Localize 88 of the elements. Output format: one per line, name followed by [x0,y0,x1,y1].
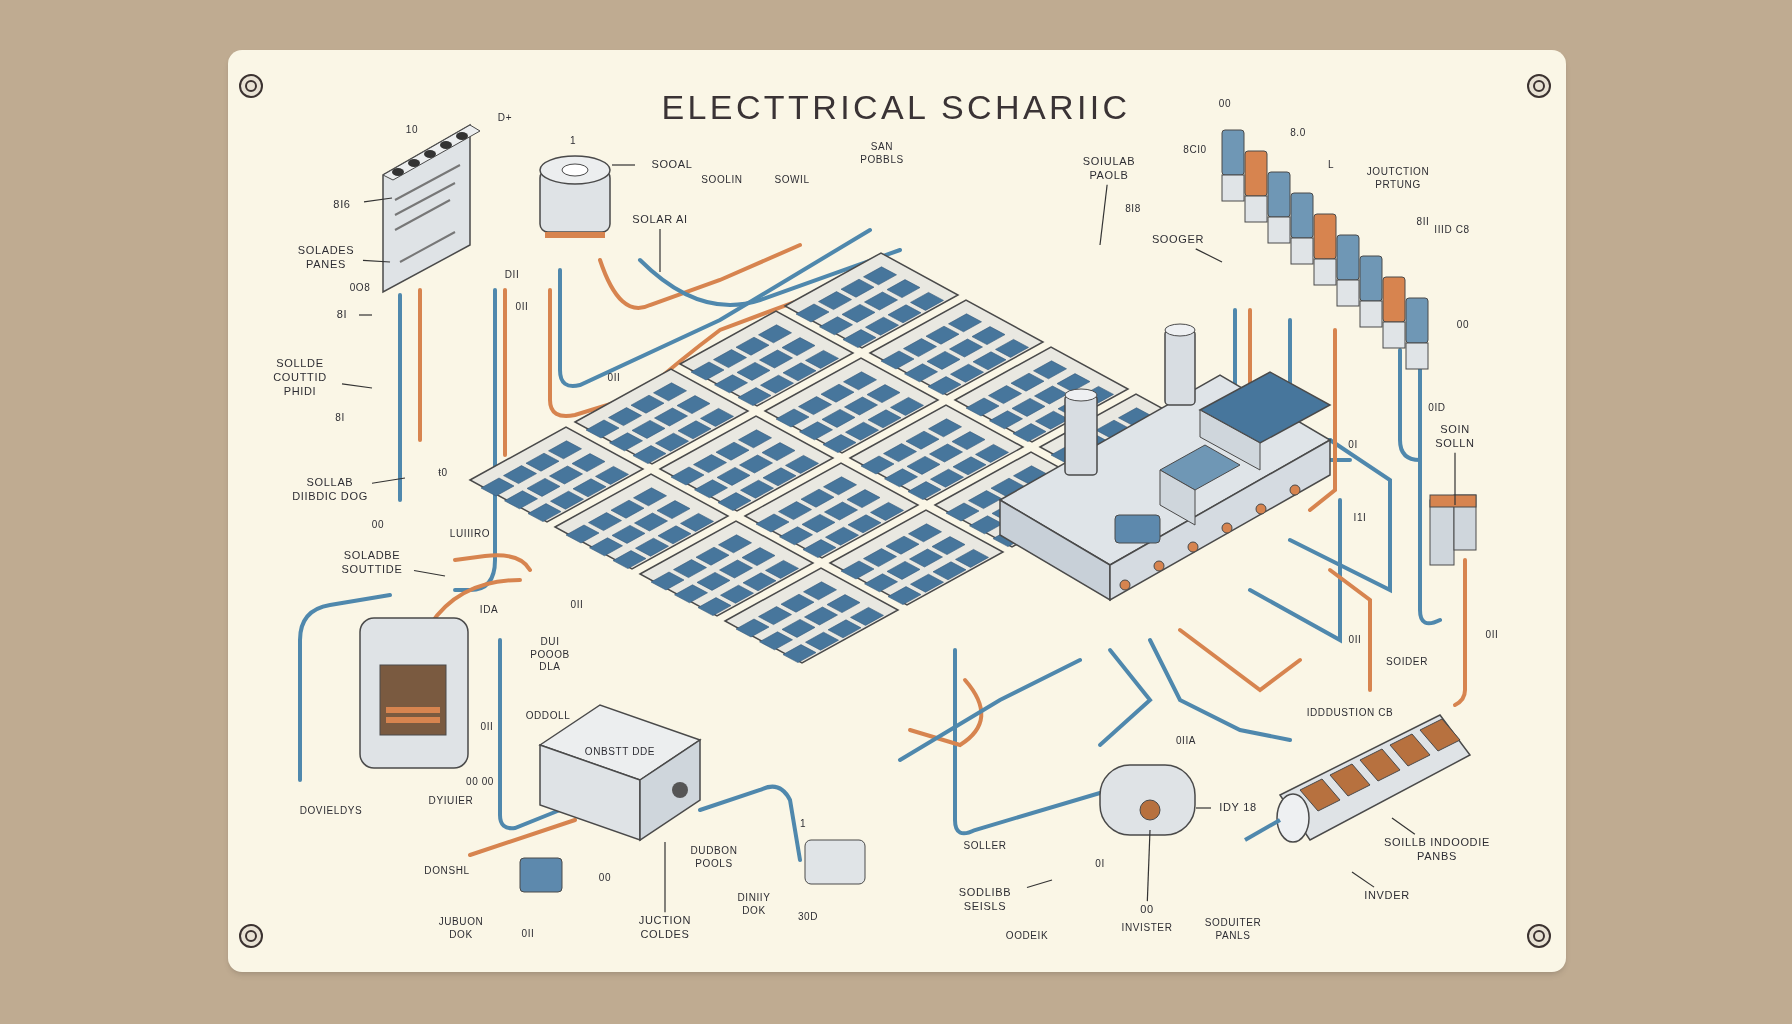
callout-text: D+ [497,111,513,125]
callout-text: 0II [1348,633,1362,647]
callout-text: 0I [1095,857,1105,871]
callout-text: 0O8 [349,281,371,295]
callout-text: 30D [797,910,819,924]
leader-line [363,197,393,203]
callout-text: 0II [521,927,535,941]
callout-text: SOIDER [1386,655,1428,669]
callout-text: ODDOLL [525,709,571,723]
part-label: SOIN SOLLN [1425,423,1485,451]
callout-text: 00 [1218,97,1232,111]
callout-text: 0II [480,720,494,734]
part-label: SOLAR AI [630,213,690,227]
part-label: JUCTION COLDES [625,914,705,942]
callout-text: SOOLIN [701,173,743,187]
callout-text: 00 [1456,318,1470,332]
callout-text: 0II [570,598,584,612]
callout-text: DUDBON POOLS [689,844,739,870]
callout-text: 00 00 [466,775,494,789]
callout-text: 8.0 [1290,126,1306,140]
callout-text: 0II [607,371,621,385]
diagram-title: ELECTTRICAL SCHARIIC [661,87,1131,128]
callout-text: 00 [598,871,612,885]
leader-line [1195,807,1212,809]
part-label: INVDER [1357,889,1417,903]
leader-line [358,314,373,316]
callout-text: DONSHL [424,864,470,878]
callout-text: SOWIL [774,173,810,187]
callout-text: SODUITER PANLS [1203,916,1263,942]
callout-text: DII [504,268,520,282]
part-label: SODLIBB SEISLS [945,886,1025,914]
callout-text: 0II [515,300,529,314]
callout-text: SOLLER [963,839,1007,853]
callout-text: IDA [479,603,499,617]
leader-line [1026,879,1053,889]
callout-text: 8II [1416,215,1430,229]
callout-text: 1 [799,817,807,831]
callout-text: DINIIY DOK [736,891,772,917]
leader-line [341,383,373,389]
callout-text: 00 [371,518,385,532]
callout-text: 10 [405,123,419,137]
callout-text: INVISTER [1121,921,1173,935]
callout-text: 8I8 [1125,202,1141,216]
callout-text: 1 [569,134,577,148]
part-label: SOLLAB DIIBDIC DOG [290,476,370,504]
part-label: SOOGER [1143,233,1213,247]
leader-line [1099,184,1108,246]
leader-line [664,841,666,913]
leader-line [1351,871,1375,888]
leader-line [362,259,391,263]
callout-text: 8I [335,411,345,425]
part-label: 00 [1132,903,1162,917]
callout-text: LUIIIRO [449,527,491,541]
callout-text: L [1327,158,1335,172]
leader-line [659,228,661,273]
leader-line [1146,829,1151,902]
callout-text: IIID C8 [1433,223,1471,237]
callout-text: JUBUON DOK [437,915,485,941]
callout-text: I1I [1353,511,1367,525]
part-label: SOIULAB PAOLB [1069,155,1149,183]
part-label: SOILLB INDOODIE PANBS [1382,836,1492,864]
callout-text: 0ID [1428,401,1446,415]
part-label: 8I6 [322,198,362,212]
part-label: SOLLDE COUTTID PHIDI [260,357,340,399]
part-label: IDY 18 [1213,801,1263,815]
callout-text: DYIUIER [428,794,474,808]
part-label: SOLADBE SOUTTIDE [332,549,412,577]
callout-text: DUI POOOB DLA [529,636,571,674]
leader-line [611,164,636,166]
leader-line [371,477,406,484]
callout-text: ŧ0 [438,466,448,480]
callout-text: OODEIK [1005,929,1049,943]
callout-text: IDDDUSTION CB [1305,706,1395,720]
callout-text: 0IIA [1175,734,1197,748]
part-label: SOOAL [637,158,707,172]
callout-text: SAN POBBLS [859,140,905,166]
leader-line [413,569,446,577]
callout-text: JOUTCTION PRTUNG [1365,165,1431,191]
part-label: SOLADES PANES [291,244,361,272]
callout-text: ONBSTT DDE [583,745,657,759]
callout-text: 8CI0 [1183,143,1207,157]
part-label: 8I [327,308,357,322]
callout-text: 0I [1348,438,1358,452]
leader-line [1454,452,1456,506]
leader-line [1195,248,1223,263]
callout-text: 0II [1485,628,1499,642]
leader-line [1391,817,1416,835]
callout-text: DOVIELDYS [299,804,363,818]
